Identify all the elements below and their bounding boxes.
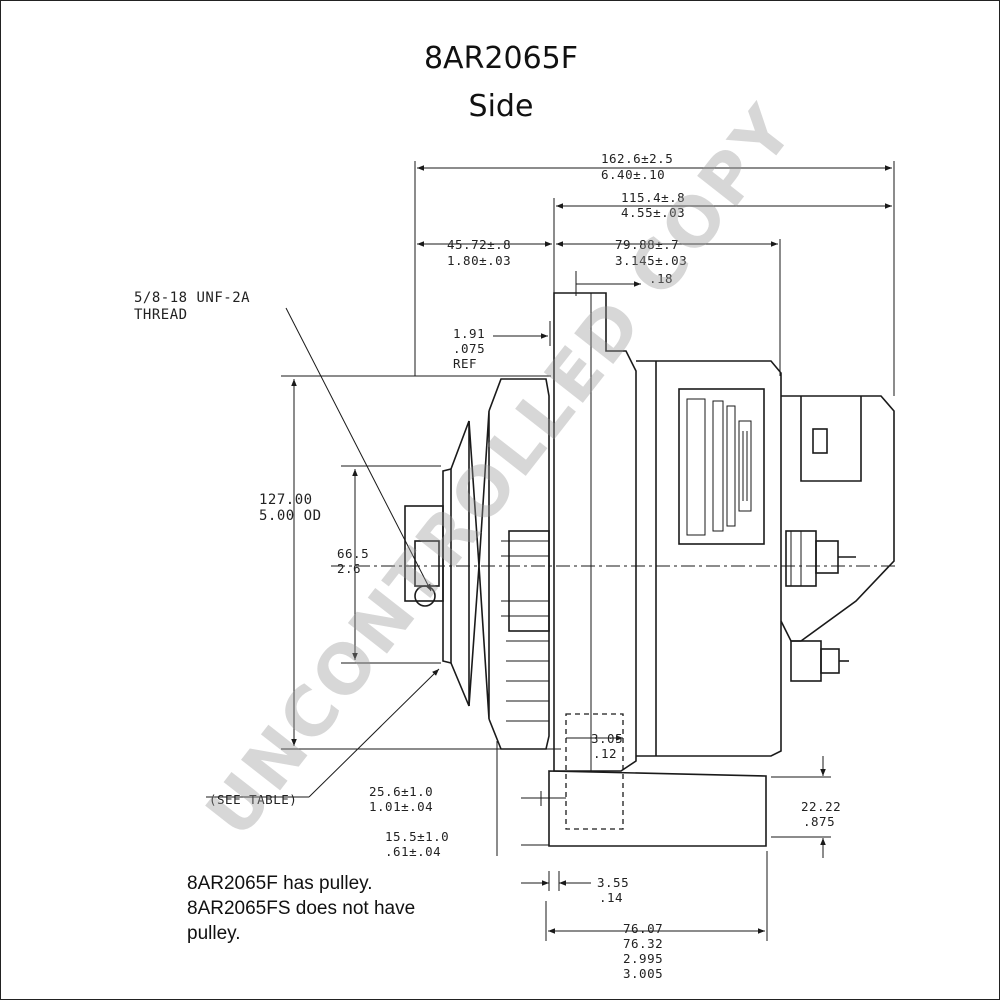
dimension-labels: 162.6±2.5 6.40±.10 115.4±.8 4.55±.03 45.…: [134, 151, 841, 981]
dim-housing-length-mm: 115.4±.8: [621, 190, 685, 205]
dim-housing-length-in: 4.55±.03: [621, 205, 685, 220]
pulley-groove-front: [450, 420, 470, 707]
dim-hub-diameter-mm: 66.5: [337, 546, 369, 561]
dim-foot-offset-in: .61±.04: [385, 844, 441, 859]
thread-leader: [285, 307, 432, 592]
dim-foot-gap-in: .14: [599, 890, 623, 905]
view-subtitle: Side: [468, 89, 534, 124]
leader-lines: [206, 307, 440, 798]
dim-mount-to-rear-mm: 79.88±.7: [615, 237, 679, 252]
dim-foot-width-in1: 2.995: [623, 951, 663, 966]
dim-small-top: .18: [649, 271, 673, 286]
dim-foot-width-mm1: 76.07: [623, 921, 663, 936]
dim-hub-diameter-in: 2.6: [337, 561, 361, 576]
dim-foot-height-in: .875: [803, 814, 835, 829]
page-title: 8AR2065F: [423, 41, 579, 76]
see-table-label: (SEE TABLE): [209, 792, 297, 807]
note-line: pulley.: [187, 923, 241, 944]
front-housing: [553, 292, 637, 772]
dim-bolt-offset-in: .12: [593, 746, 617, 761]
ground-terminal: [790, 640, 849, 682]
dim-pulley-groove-in: 1.01±.04: [369, 799, 433, 814]
dim-overall-length-mm: 162.6±2.5: [601, 151, 673, 166]
dim-foot-width-in2: 3.005: [623, 966, 663, 981]
nameplate: [678, 388, 765, 545]
alternator-body: [331, 292, 896, 847]
dim-bolt-offset-mm: 3.05: [591, 731, 623, 746]
pulley-rear-flange: [488, 378, 550, 750]
dim-pulley-groove-mm: 25.6±1.0: [369, 784, 433, 799]
dim-pulley-offset-mm: 45.72±.8: [447, 237, 511, 252]
extension-lines: [281, 161, 895, 750]
shaft-nut: [404, 505, 444, 602]
dim-pulley-offset-in: 1.80±.03: [447, 253, 511, 268]
thread-callout-line2: THREAD: [134, 307, 188, 323]
dim-foot-height-mm: 22.22: [801, 799, 841, 814]
output-terminal: [785, 530, 856, 587]
note-line: 8AR2065FS does not have: [187, 898, 416, 919]
rear-cover: [780, 395, 895, 642]
dim-foot-width-mm2: 76.32: [623, 936, 663, 951]
dim-ear-thickness-ref: REF: [453, 356, 477, 371]
mounting-foot: [548, 770, 767, 847]
dim-mount-to-rear-in: 3.145±.03: [615, 253, 687, 268]
dimension-lines: [291, 165, 892, 941]
dim-foot-offset-mm: 15.5±1.0: [385, 829, 449, 844]
mounting-hole-hidden: [565, 713, 624, 830]
dim-ear-thickness-in: .075: [453, 341, 485, 356]
dim-ear-thickness-mm: 1.91: [453, 326, 485, 341]
fan-blades: [501, 540, 549, 722]
pulley-leader: [308, 668, 440, 798]
note-line: 8AR2065F has pulley.: [187, 873, 373, 894]
main-housing: [636, 360, 782, 757]
dim-pulley-diameter-mm: 127.00: [259, 492, 313, 508]
dim-overall-length-in: 6.40±.10: [601, 167, 665, 182]
dim-pulley-diameter-in: 5.00 OD: [259, 508, 322, 524]
pulley-notes: 8AR2065F has pulley. 8AR2065FS does not …: [187, 871, 415, 946]
dim-foot-gap-mm: 3.55: [597, 875, 629, 890]
thread-callout-line1: 5/8-18 UNF-2A: [134, 290, 250, 306]
